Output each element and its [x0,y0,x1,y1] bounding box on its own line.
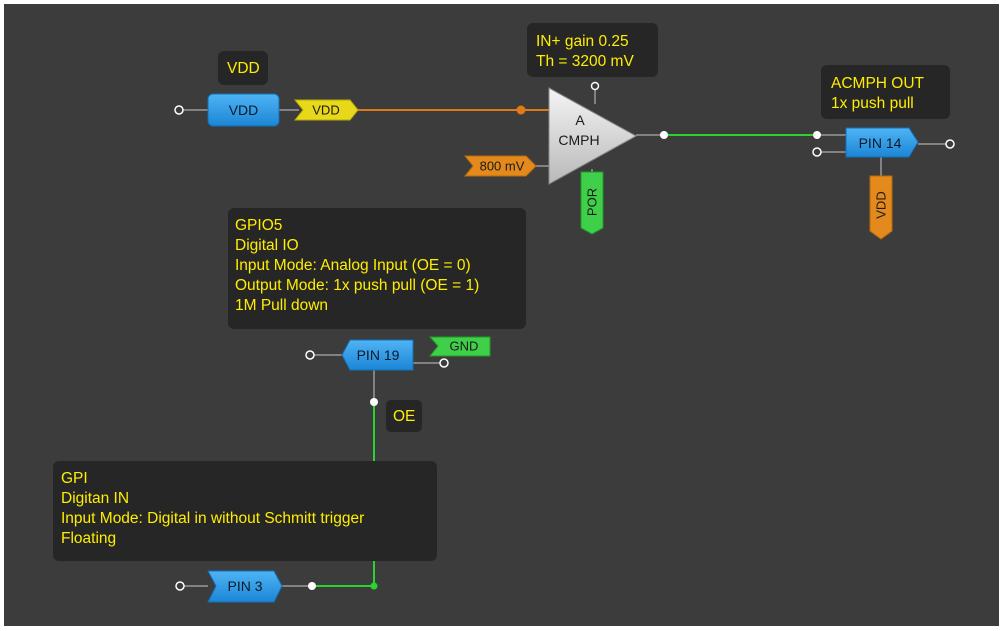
junction-oe-green[interactable] [370,582,378,590]
note-comparator-line2: Th = 3200 mV [536,53,634,70]
note-gpio5-line3: Input Mode: Analog Input (OE = 0) [235,257,471,274]
pin19-in-port[interactable] [305,350,315,360]
vdd-net-tag[interactable]: VDD [293,99,359,121]
schematic-canvas[interactable]: VDD IN+ gain 0.25 Th = 3200 mV ACMPH OUT… [4,4,999,626]
vdd-input-port[interactable] [174,105,184,115]
note-gpi-line2: Digitan IN [61,490,129,507]
junction-vdd-orange[interactable] [516,105,526,115]
note-gpi-line4: Floating [61,530,116,547]
note-oe[interactable]: OE [386,400,422,432]
pin14-in1-node[interactable] [813,131,821,139]
pin19-block[interactable]: PIN 19 [341,339,414,371]
pin14-in2-port[interactable] [812,147,822,157]
pin14-vdd-tag-label: VDD [874,191,889,218]
comparator-label-cmph: CMPH [558,132,599,148]
note-oe-text: OE [393,408,415,425]
pin3-block-label: PIN 3 [227,578,262,594]
pin3-in-port[interactable] [175,581,185,591]
note-gpio5-line4: Output Mode: 1x push pull (OE = 1) [235,277,479,294]
note-gpio5-line2: Digital IO [235,237,299,254]
comparator-out-node[interactable] [660,131,668,139]
note-vdd-title-text: VDD [227,60,260,77]
vdd-net-tag-label: VDD [312,103,339,118]
ref-800mv-tag-label: 800 mV [480,159,525,174]
note-acmph-line2: 1x push pull [831,95,914,112]
pin19-block-label: PIN 19 [357,347,400,363]
note-gpi-line1: GPI [61,470,88,487]
connection-points [174,81,955,591]
note-comparator-line1: IN+ gain 0.25 [536,33,629,50]
pin14-out-port[interactable] [945,139,955,149]
pin14-block-label: PIN 14 [859,135,902,151]
note-gpio5-line5: 1M Pull down [235,297,328,314]
pin19-gnd-port[interactable] [439,358,449,368]
vdd-block-label: VDD [229,102,259,118]
pin19-oe-node[interactable] [370,398,378,406]
note-comparator[interactable]: IN+ gain 0.25 Th = 3200 mV [527,23,658,77]
comparator-acmph[interactable]: A CMPH [548,87,638,185]
comparator-top-port[interactable] [590,81,600,91]
pin3-block[interactable]: PIN 3 [207,570,283,603]
note-acmph-line1: ACMPH OUT [831,75,925,92]
note-vdd-title[interactable]: VDD [218,51,268,85]
gnd-tag[interactable]: GND [428,336,491,357]
vdd-block[interactable]: VDD [207,93,280,127]
gnd-tag-label: GND [450,339,479,354]
note-gpio5[interactable]: GPIO5 Digital IO Input Mode: Analog Inpu… [228,208,526,329]
pin14-vdd-tag[interactable]: VDD [869,175,893,240]
note-acmph-out[interactable]: ACMPH OUT 1x push pull [821,65,950,119]
pin14-block[interactable]: PIN 14 [845,127,919,158]
por-tag[interactable]: POR [580,169,604,235]
ref-800mv-tag[interactable]: 800 mV [463,155,537,177]
por-tag-label: POR [585,188,600,216]
comparator-label-a: A [575,112,585,128]
pin3-out-node[interactable] [308,582,316,590]
note-gpi[interactable]: GPI Digitan IN Input Mode: Digital in wi… [53,461,437,561]
note-gpi-line3: Input Mode: Digital in without Schmitt t… [61,510,364,527]
note-gpio5-line1: GPIO5 [235,217,282,234]
